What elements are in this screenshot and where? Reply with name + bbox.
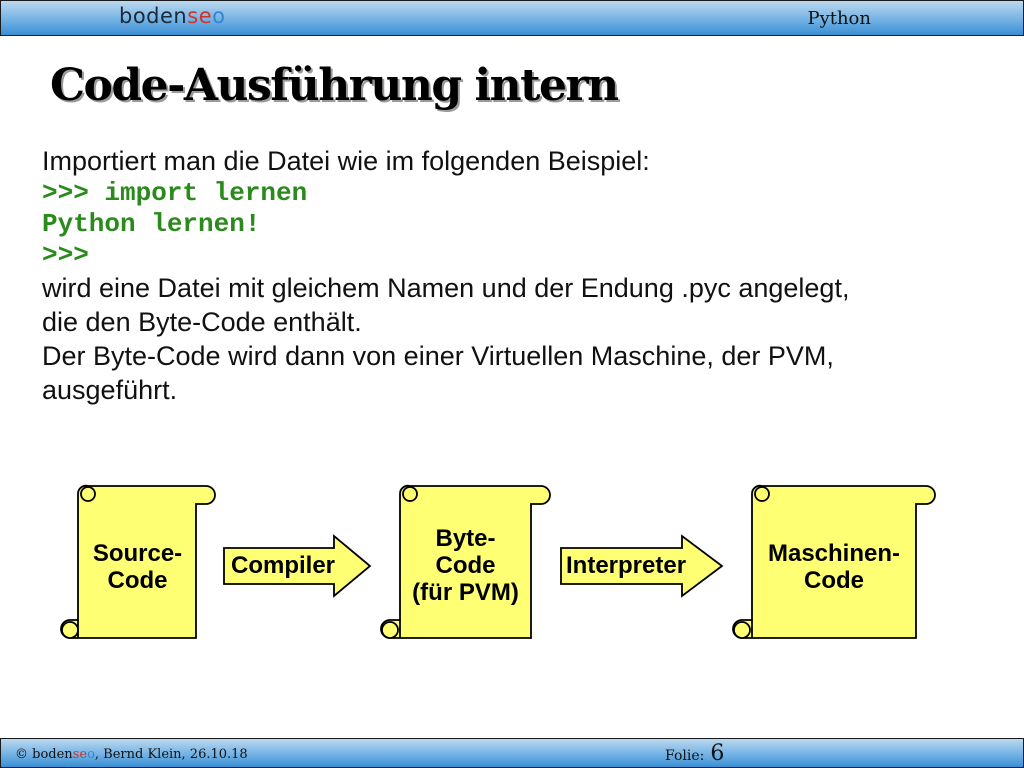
footer-brand-part3: o	[87, 747, 95, 762]
diagram-graphics	[60, 484, 936, 639]
node-byte-code-line-2: Code	[435, 552, 496, 579]
slide-title: Code-Ausführung intern	[50, 60, 619, 111]
brand-logo-part2: se	[187, 4, 213, 28]
arrow-interpreter	[560, 534, 724, 598]
node-maschinen-code-line-2: Code	[804, 567, 864, 594]
code-line-2: Python lernen!	[42, 209, 261, 239]
node-source-code: Source- Code	[80, 540, 195, 594]
paragraph-1-line-1: wird eine Datei mit gleichem Namen und d…	[42, 273, 850, 303]
footer-brand-part1: boden	[32, 747, 73, 762]
node-maschinen-code: Maschinen- Code	[752, 540, 916, 594]
slide-number: Folie: 6	[665, 741, 724, 766]
node-byte-code: Byte- Code (für PVM)	[400, 525, 531, 606]
node-byte-code-line-3: (für PVM)	[412, 579, 519, 606]
node-byte-code-line-1: Byte-	[435, 525, 496, 552]
brand-logo-part1: boden	[119, 4, 188, 28]
scroll-maschinen-code	[732, 484, 936, 639]
slide-number-label: Folie:	[665, 748, 705, 764]
footer-brand-part2: se	[72, 747, 88, 762]
scroll-byte-code	[380, 484, 551, 639]
scroll-source-code	[60, 484, 216, 639]
arrow-label-compiler: Compiler	[231, 552, 336, 579]
node-source-code-line-1: Source-	[92, 540, 183, 567]
arrow-label-interpreter: Interpreter	[566, 552, 687, 579]
paragraph-2-line-1: Der Byte-Code wird dann von einer Virtue…	[42, 341, 834, 371]
copyright-symbol: ©	[15, 747, 28, 762]
slide-number-value: 6	[710, 741, 725, 766]
intro-text: Importiert man die Datei wie im folgende…	[42, 146, 650, 176]
brand-logo-part3: o	[212, 4, 226, 28]
paragraph-1-line-2: die den Byte-Code enthält.	[42, 307, 362, 337]
code-line-1: >>> import lernen	[42, 178, 308, 208]
node-source-code-line-2: Code	[107, 567, 168, 594]
footer-brand: bodenseo	[32, 747, 95, 762]
code-line-3: >>>	[42, 240, 89, 270]
slide-body: Importiert man die Datei wie im folgende…	[42, 144, 1002, 407]
header-bar: bodenseo Python	[0, 0, 1024, 36]
header-topic: Python	[807, 8, 871, 29]
node-maschinen-code-line-1: Maschinen-	[767, 540, 901, 567]
paragraph-2-line-2: ausgeführt.	[42, 375, 178, 405]
brand-logo: bodenseo	[119, 4, 225, 28]
arrow-compiler	[223, 534, 372, 598]
footer-credits: © bodenseo, Bernd Klein, 26.10.18	[15, 747, 248, 762]
footer-author-date: , Bernd Klein, 26.10.18	[94, 747, 248, 762]
footer-bar: © bodenseo, Bernd Klein, 26.10.18 Folie:…	[0, 738, 1024, 768]
compile-diagram: Source- Code Byte- Code (für PVM) Maschi…	[0, 470, 1024, 670]
